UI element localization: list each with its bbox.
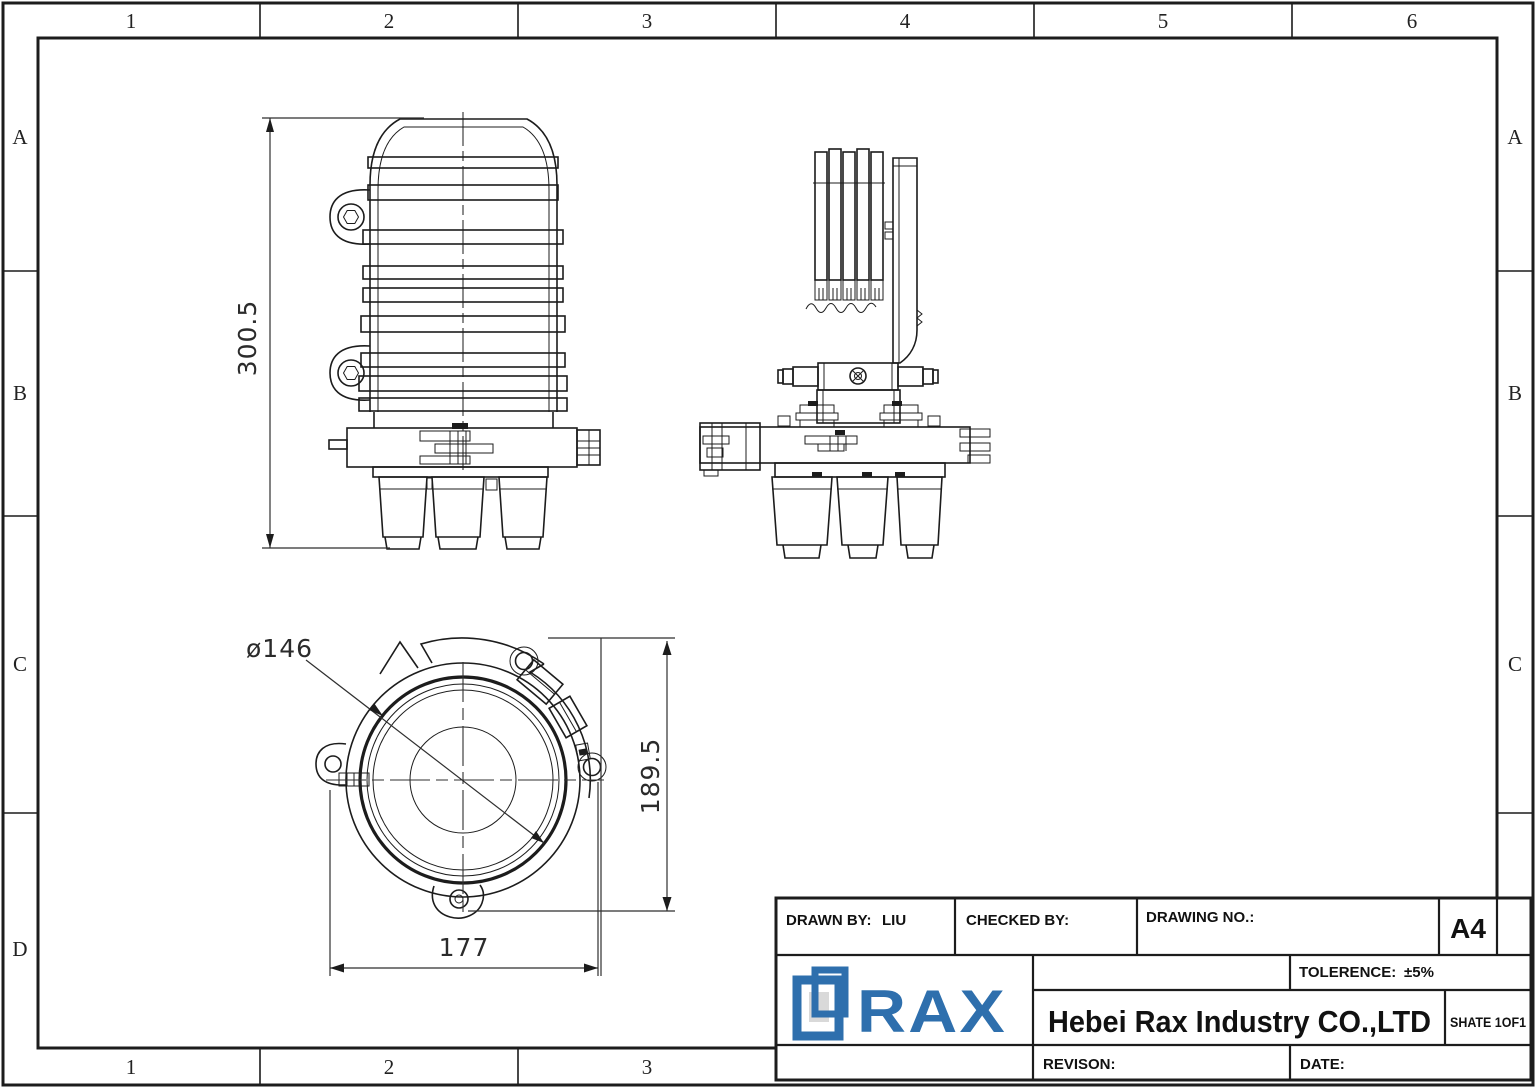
front-view (328, 112, 601, 550)
zone-row-b-right: B (1508, 381, 1522, 405)
sheet-label: SHATE 1OF1 (1450, 1014, 1526, 1030)
drawn-by-label: DRAWN BY: (786, 912, 872, 929)
dimension-base-width: 177 (329, 782, 599, 976)
zone-col-3-bottom: 3 (642, 1055, 653, 1079)
zone-col-6-top: 6 (1407, 9, 1418, 33)
dimension-flange-diameter: ø146 (246, 634, 313, 663)
bottom-view (305, 637, 607, 919)
zone-col-4-top: 4 (900, 9, 911, 33)
drawing-no-label: DRAWING NO.: (1146, 909, 1254, 926)
tolerance-label: TOLERENCE: (1299, 964, 1396, 981)
dim-label-177: 177 (439, 933, 490, 962)
logo-text: RAX (857, 978, 1007, 1045)
title-block: DRAWN BY: LIU CHECKED BY: DRAWING NO.: A… (774, 896, 1533, 1082)
zone-col-5-top: 5 (1158, 9, 1169, 33)
dim-label-300-5: 300.5 (233, 300, 262, 377)
zone-col-3-top: 3 (642, 9, 653, 33)
zone-row-a-right: A (1507, 125, 1523, 149)
zone-row-a-left: A (12, 125, 28, 149)
tolerance-value: ±5% (1404, 964, 1434, 981)
zone-row-c-left: C (13, 652, 27, 676)
zone-col-2-bottom: 2 (384, 1055, 395, 1079)
dimension-front-height: 300.5 (233, 117, 424, 549)
date-label: DATE: (1300, 1056, 1345, 1073)
side-view (699, 148, 991, 559)
rax-logo: RAX (792, 966, 1007, 1045)
paper-size: A4 (1450, 913, 1486, 944)
zone-col-2-top: 2 (384, 9, 395, 33)
revision-label: REVISON: (1043, 1056, 1116, 1073)
checked-by-label: CHECKED BY: (966, 912, 1069, 929)
zone-row-d-left: D (12, 937, 27, 961)
drawn-by-value: LIU (882, 912, 906, 929)
zone-row-b-left: B (13, 381, 27, 405)
company-name: Hebei Rax Industry CO.,LTD (1048, 1004, 1431, 1039)
dim-label-189-5: 189.5 (636, 738, 665, 815)
zone-col-1-bottom: 1 (126, 1055, 137, 1079)
logo-mark-inner-icon (811, 966, 849, 1018)
dimension-base-height: 189.5 (468, 637, 675, 976)
zone-labels: 1 2 3 4 5 6 1 2 3 A B C D A B C (12, 9, 1523, 1079)
zone-col-1-top: 1 (126, 9, 137, 33)
zone-row-c-right: C (1508, 652, 1522, 676)
dim-label-diameter: ø146 (246, 634, 313, 663)
